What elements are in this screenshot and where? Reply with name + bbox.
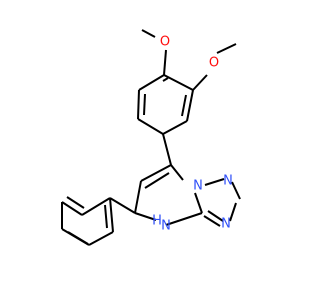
nitrogen-atom-label: N [221,217,231,232]
bond [144,172,170,189]
molecule-structure: O O N N N H N [61,29,241,246]
bond-lines [61,29,241,246]
bond [104,204,108,229]
bond [194,192,203,214]
bond [138,74,165,91]
bond [162,133,172,166]
bond [203,215,221,227]
nitrogen-atom-label: N [161,219,171,234]
bond [162,77,169,82]
bond [192,74,208,91]
bond [143,93,146,116]
bond [134,212,157,221]
bond [66,196,85,209]
bond [229,202,237,222]
bond [204,178,225,186]
bond [61,201,83,216]
bond [81,197,111,216]
bond [186,89,194,122]
bond [109,197,136,214]
bond [207,210,224,222]
bond [67,231,89,245]
nitrogen-atom-label: N [223,174,233,189]
bond [137,89,140,120]
bond [163,49,167,76]
bond [140,164,172,182]
bond [163,74,194,91]
atom-labels: O O N N N H N [152,35,233,234]
bond [165,212,203,226]
hydrogen-atom-label: H [152,214,162,229]
oxygen-atom-label: O [209,56,219,71]
bond [170,164,184,181]
bond [231,181,241,200]
nitrogen-atom-label: N [193,179,203,194]
oxygen-atom-label: O [160,35,170,50]
bond [109,197,114,233]
bond [88,231,114,246]
bond [141,29,156,38]
bond [162,120,188,135]
bond [181,94,187,117]
bond [216,43,237,54]
bond [134,180,142,214]
bond [137,118,164,135]
